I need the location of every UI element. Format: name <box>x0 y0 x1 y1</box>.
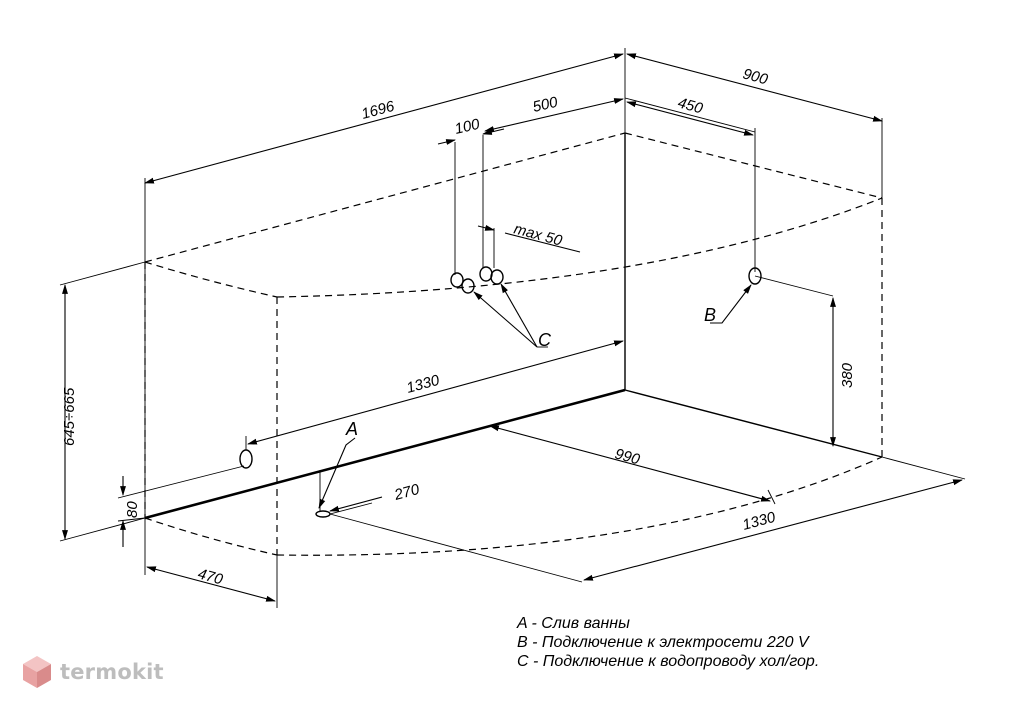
outlet-b <box>710 267 836 447</box>
dimension-left <box>59 261 245 547</box>
brand-name: termokit <box>60 660 164 684</box>
dimension-front <box>144 336 966 608</box>
label-450: 450 <box>676 94 705 117</box>
label-470: 470 <box>196 565 225 588</box>
label-1330-front: 1330 <box>405 372 442 397</box>
legend-item-a: A - Слив ванны <box>517 615 630 632</box>
marker-a: A <box>345 419 358 439</box>
label-max-50: max 50 <box>512 220 565 249</box>
label-500: 500 <box>531 94 560 116</box>
marker-c: C <box>538 330 552 350</box>
legend-item-c: C - Подключение к водопроводу хол/гор. <box>517 653 820 670</box>
tub-outline <box>144 132 883 556</box>
brand-logo: termokit <box>22 655 164 689</box>
legend-item-b: B - Подключение к электросети 220 V <box>517 634 809 651</box>
label-80: 80 <box>124 501 141 518</box>
label-645-665: 645÷665 <box>61 387 78 446</box>
label-380: 380 <box>839 362 856 388</box>
label-1696: 1696 <box>360 98 397 123</box>
dimension-top <box>144 48 883 518</box>
label-990: 990 <box>613 445 642 468</box>
pipe-connectors <box>450 266 548 348</box>
cube-icon <box>23 656 51 688</box>
label-270: 270 <box>392 481 422 504</box>
wall-edges <box>144 133 883 520</box>
label-100: 100 <box>453 116 482 138</box>
marker-b: B <box>704 305 716 325</box>
label-900: 900 <box>741 65 770 88</box>
dimension-labels: 1696 900 500 100 450 max 50 645÷665 380 … <box>61 65 856 588</box>
legend: A - Слив ванны B - Подключение к электро… <box>517 614 819 671</box>
